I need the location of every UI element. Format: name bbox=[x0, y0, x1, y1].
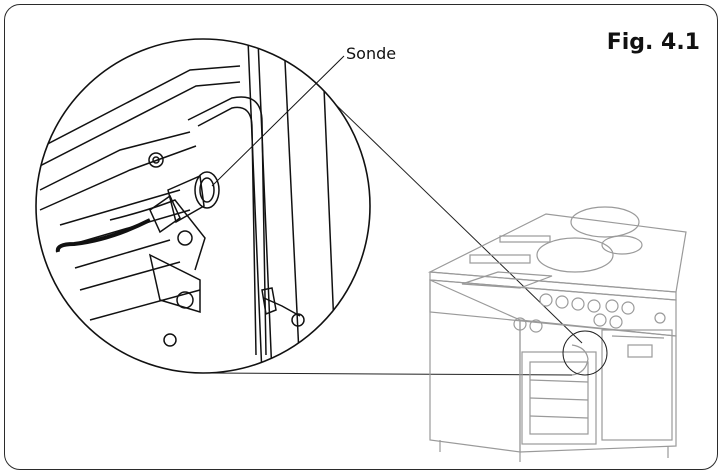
probe-callout-label: Sonde bbox=[346, 44, 397, 63]
detail-marker-circle bbox=[562, 330, 608, 376]
magnifier-connector-lines bbox=[202, 69, 583, 376]
probe-detail-zoom bbox=[35, 38, 371, 374]
probe-leader-line bbox=[211, 55, 345, 187]
figure-label: Fig. 4.1 bbox=[606, 30, 700, 55]
range-cooker-drawing bbox=[427, 206, 687, 462]
